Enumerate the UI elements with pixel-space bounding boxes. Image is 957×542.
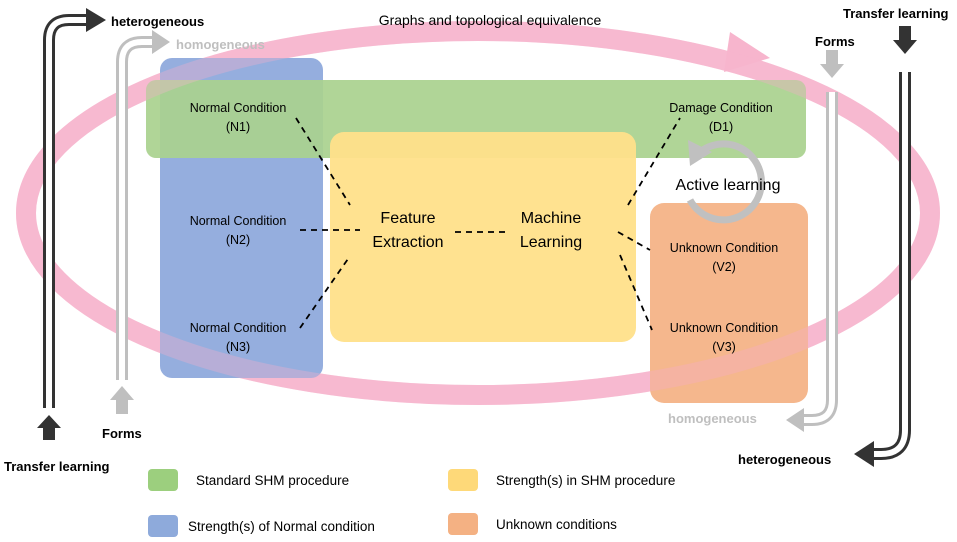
right-heterogeneous-arrowhead (854, 441, 874, 467)
left-heterogeneous-arrow (43, 14, 88, 408)
legend-swatch-strength-shm (448, 469, 478, 491)
active-learning-cycle-icon (686, 140, 765, 224)
damage-d1-code: (D1) (709, 120, 733, 134)
transfer-learning-left-label: Transfer learning (4, 459, 110, 474)
legend-swatch-normal (148, 515, 178, 537)
unknown-condition-region (650, 203, 808, 403)
right-forms-arrow-icon (820, 50, 844, 78)
left-forms-arrow-icon (110, 386, 134, 414)
active-learning-label: Active learning (676, 177, 781, 194)
unknown-v2-name: Unknown Condition (670, 241, 778, 255)
legend-label-unknown: Unknown conditions (496, 517, 617, 532)
normal-n3-name: Normal Condition (190, 321, 287, 335)
normal-n1-code: (N1) (226, 120, 250, 134)
unknown-v2-code: (V2) (712, 260, 736, 274)
forms-right-label: Forms (815, 34, 855, 49)
machine-learning-line1: Machine (521, 210, 582, 227)
transfer-learning-right-label: Transfer learning (843, 6, 949, 21)
topology-ellipse (16, 21, 940, 405)
left-heterogeneous-arrowhead (86, 8, 106, 32)
normal-n3-code: (N3) (226, 340, 250, 354)
unknown-v3-code: (V3) (712, 340, 736, 354)
normal-n2-code: (N2) (226, 233, 250, 247)
active-learning-cycle-arrowhead (688, 140, 712, 166)
homogeneous-left-label: homogeneous (176, 37, 265, 52)
right-transfer-arrow-icon (893, 26, 917, 54)
dashed-connectors (295, 117, 681, 331)
legend-label-normal: Strength(s) of Normal condition (188, 519, 375, 534)
legend-swatch-standard (148, 469, 178, 491)
homogeneous-right-label: homogeneous (668, 411, 757, 426)
standard-shm-band (146, 80, 806, 158)
right-homogeneous-arrowhead (786, 408, 804, 432)
diagram-title: Graphs and topological equivalence (379, 12, 602, 28)
left-transfer-arrow-icon (37, 415, 61, 440)
legend-label-standard: Standard SHM procedure (196, 473, 349, 488)
feature-extraction-line1: Feature (380, 210, 435, 227)
feature-extraction-line2: Extraction (372, 234, 443, 251)
topology-ellipse-overlay (16, 21, 940, 405)
legend-label-strength-shm: Strength(s) in SHM procedure (496, 473, 675, 488)
damage-d1-name: Damage Condition (669, 101, 773, 115)
heterogeneous-right-label: heterogeneous (738, 452, 831, 467)
topology-ellipse-arrowhead (724, 32, 770, 72)
shm-strength-region (330, 132, 636, 342)
forms-left-label: Forms (102, 426, 142, 441)
left-homogeneous-arrowhead (152, 30, 170, 54)
legend-swatch-unknown (448, 513, 478, 535)
machine-learning-line2: Learning (520, 234, 582, 251)
normal-n2-name: Normal Condition (190, 214, 287, 228)
heterogeneous-left-label: heterogeneous (111, 14, 204, 29)
normal-n1-name: Normal Condition (190, 101, 287, 115)
unknown-v3-name: Unknown Condition (670, 321, 778, 335)
